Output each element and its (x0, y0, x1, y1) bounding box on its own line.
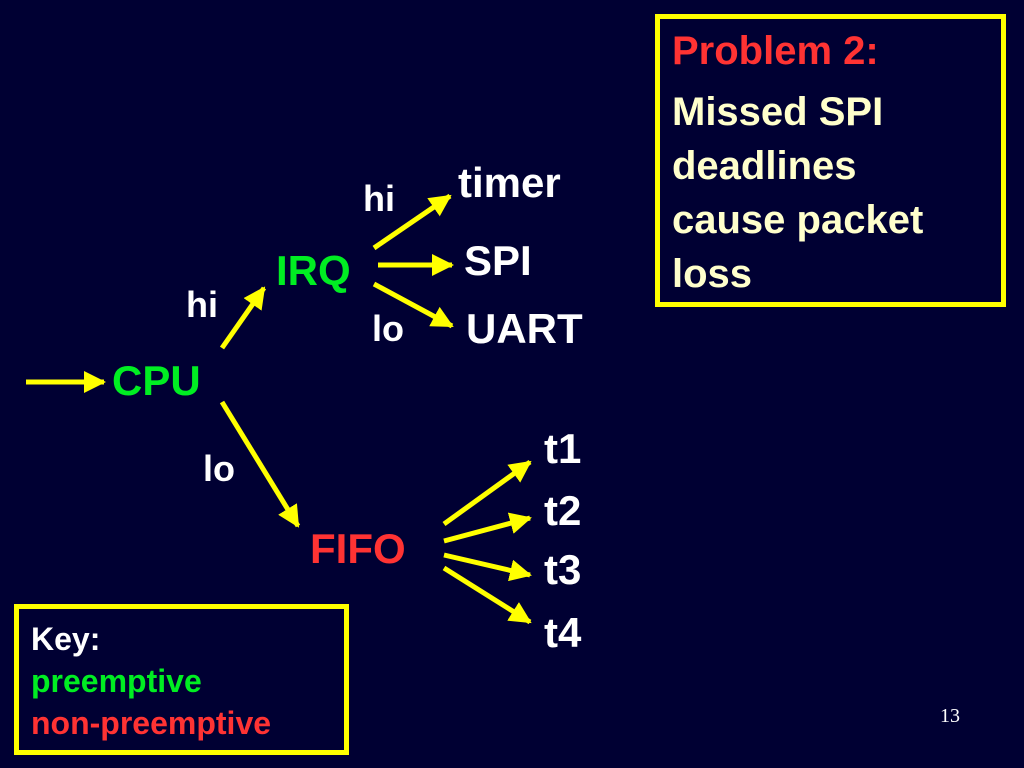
node-fifo: FIFO (310, 525, 406, 572)
arrow-fifo-t2 (443, 512, 532, 544)
problem-body: Missed SPI deadlines cause packet loss (672, 85, 1002, 301)
node-t4: t4 (544, 609, 582, 656)
arrow-fifo-t4 (442, 565, 532, 625)
edge-label-cpu-irq: hi (186, 284, 218, 325)
key-non-preemptive: non-preemptive (31, 705, 272, 741)
node-uart: UART (466, 305, 583, 352)
arrow-cpu-fifo (219, 400, 301, 528)
arrow-irq-uart (372, 281, 454, 329)
problem-line: cause packet (672, 198, 924, 242)
key-box: Key: preemptive non-preemptive (14, 604, 349, 755)
problem-line: loss (672, 252, 753, 296)
node-t3: t3 (544, 546, 582, 593)
edge-label-cpu-fifo: lo (203, 448, 235, 489)
node-timer: timer (458, 159, 561, 206)
node-cpu: CPU (112, 357, 201, 404)
node-t2: t2 (544, 487, 582, 534)
page-number: 13 (940, 705, 960, 727)
arrow-fifo-t1 (442, 459, 532, 527)
edge-label-irq-timer: hi (363, 178, 395, 219)
key-preemptive: preemptive (31, 663, 202, 699)
arrow-cpu-irq (219, 286, 267, 350)
arrow-fifo-t3 (443, 552, 532, 582)
key-title: Key: (31, 621, 101, 657)
problem-box: Problem 2: Missed SPI deadlines cause pa… (655, 14, 1006, 307)
problem-line: Missed SPI (672, 90, 884, 134)
arrow-irq-timer (372, 193, 452, 251)
problem-line: deadlines (672, 144, 857, 188)
problem-title: Problem 2: (672, 29, 879, 73)
node-spi: SPI (464, 237, 532, 284)
edge-label-irq-uart: lo (372, 308, 404, 349)
node-t1: t1 (544, 425, 582, 472)
node-irq: IRQ (276, 247, 351, 294)
